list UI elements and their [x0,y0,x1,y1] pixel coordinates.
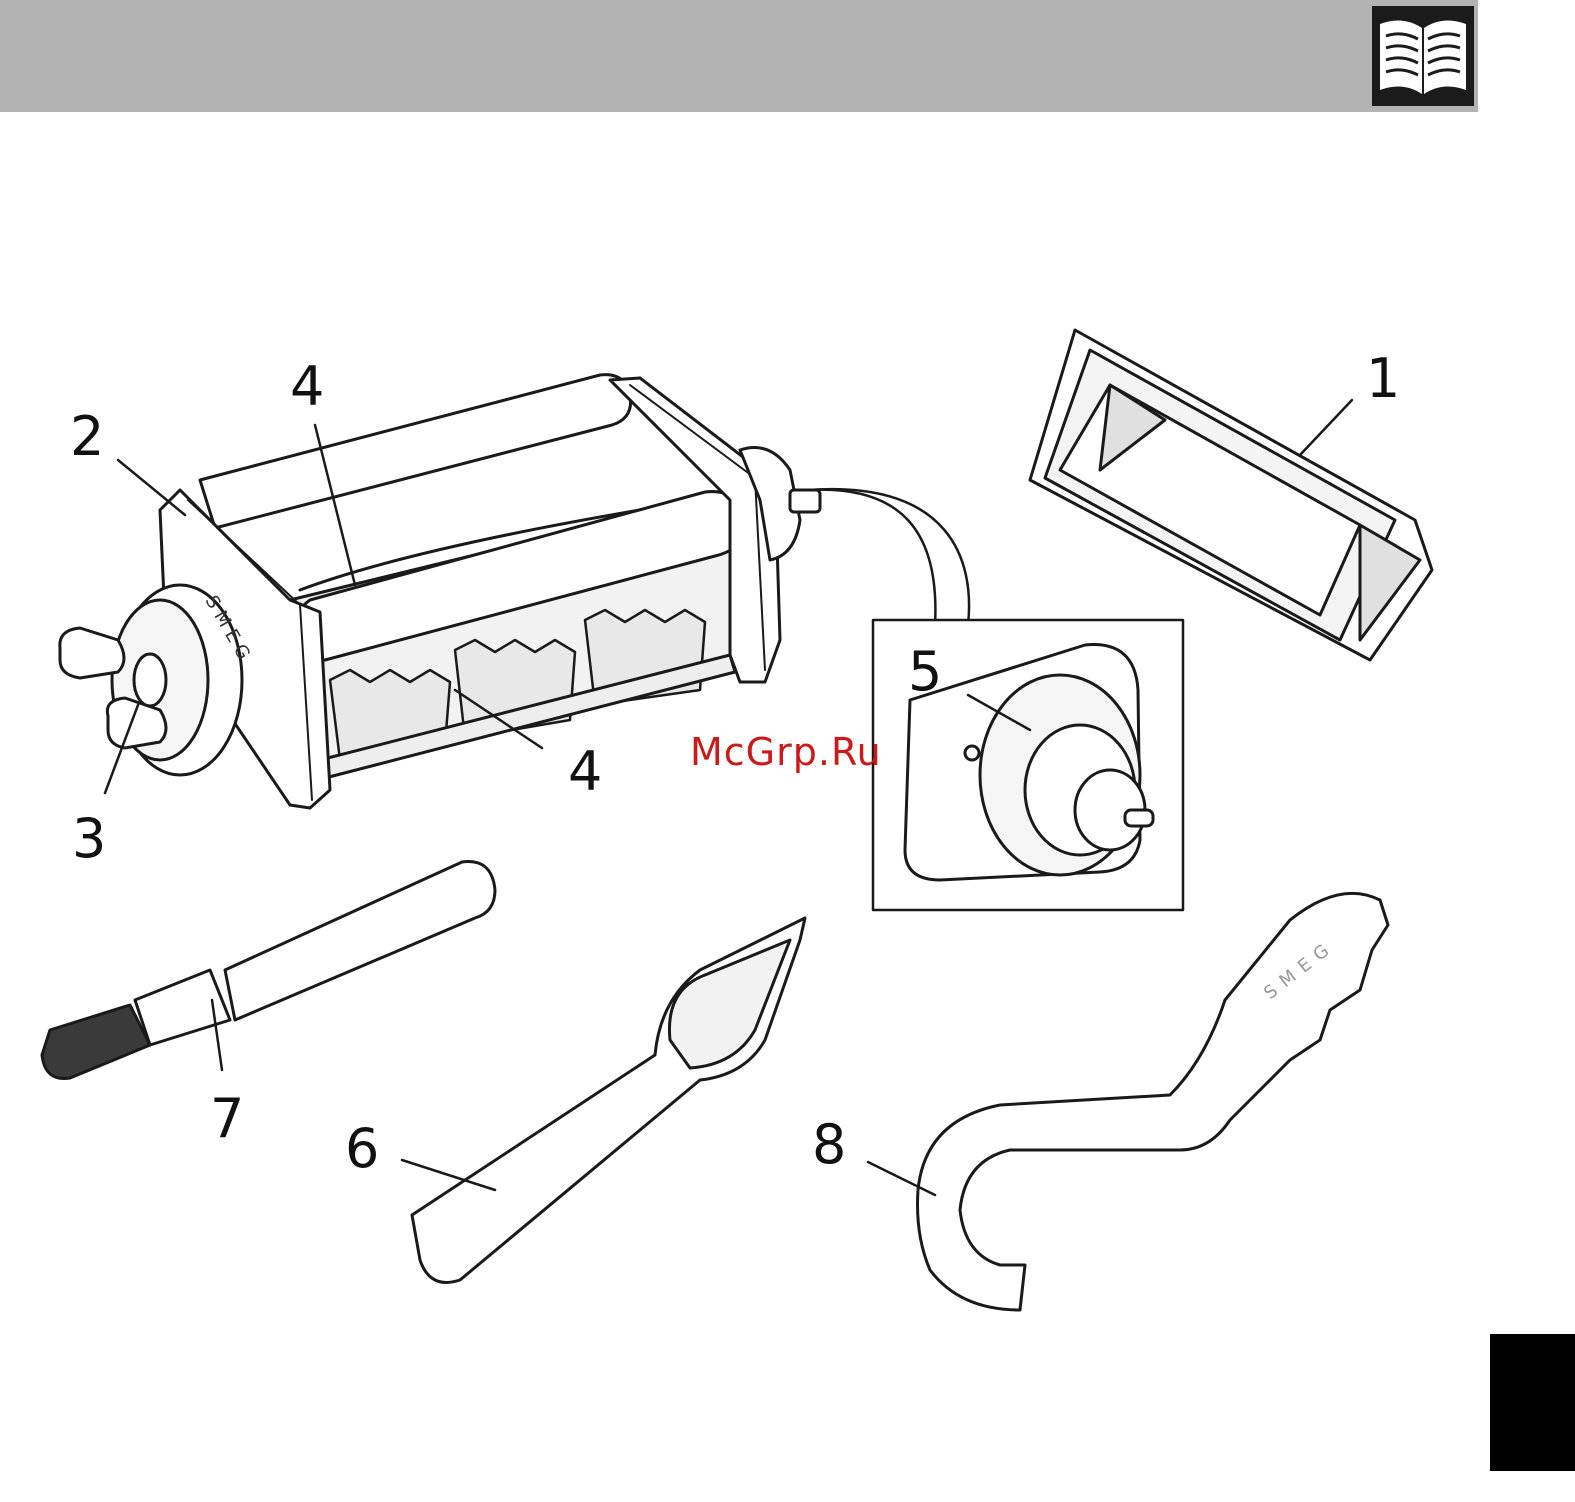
callout-1: 1 [1366,352,1400,406]
callout-3: 3 [72,812,106,866]
dough-spatula [412,918,805,1283]
callout-5: 5 [908,645,942,699]
coupling-detail-inset [808,489,1183,910]
callout-8: 8 [812,1118,846,1172]
cleaning-brush [42,862,495,1079]
callout-6: 6 [345,1122,379,1176]
watermark-text: McGrp.Ru [690,730,882,774]
callout-4-upper: 4 [290,360,324,414]
callout-7: 7 [210,1092,244,1146]
callout-4-lower: 4 [568,745,602,799]
callout-2: 2 [70,410,104,464]
